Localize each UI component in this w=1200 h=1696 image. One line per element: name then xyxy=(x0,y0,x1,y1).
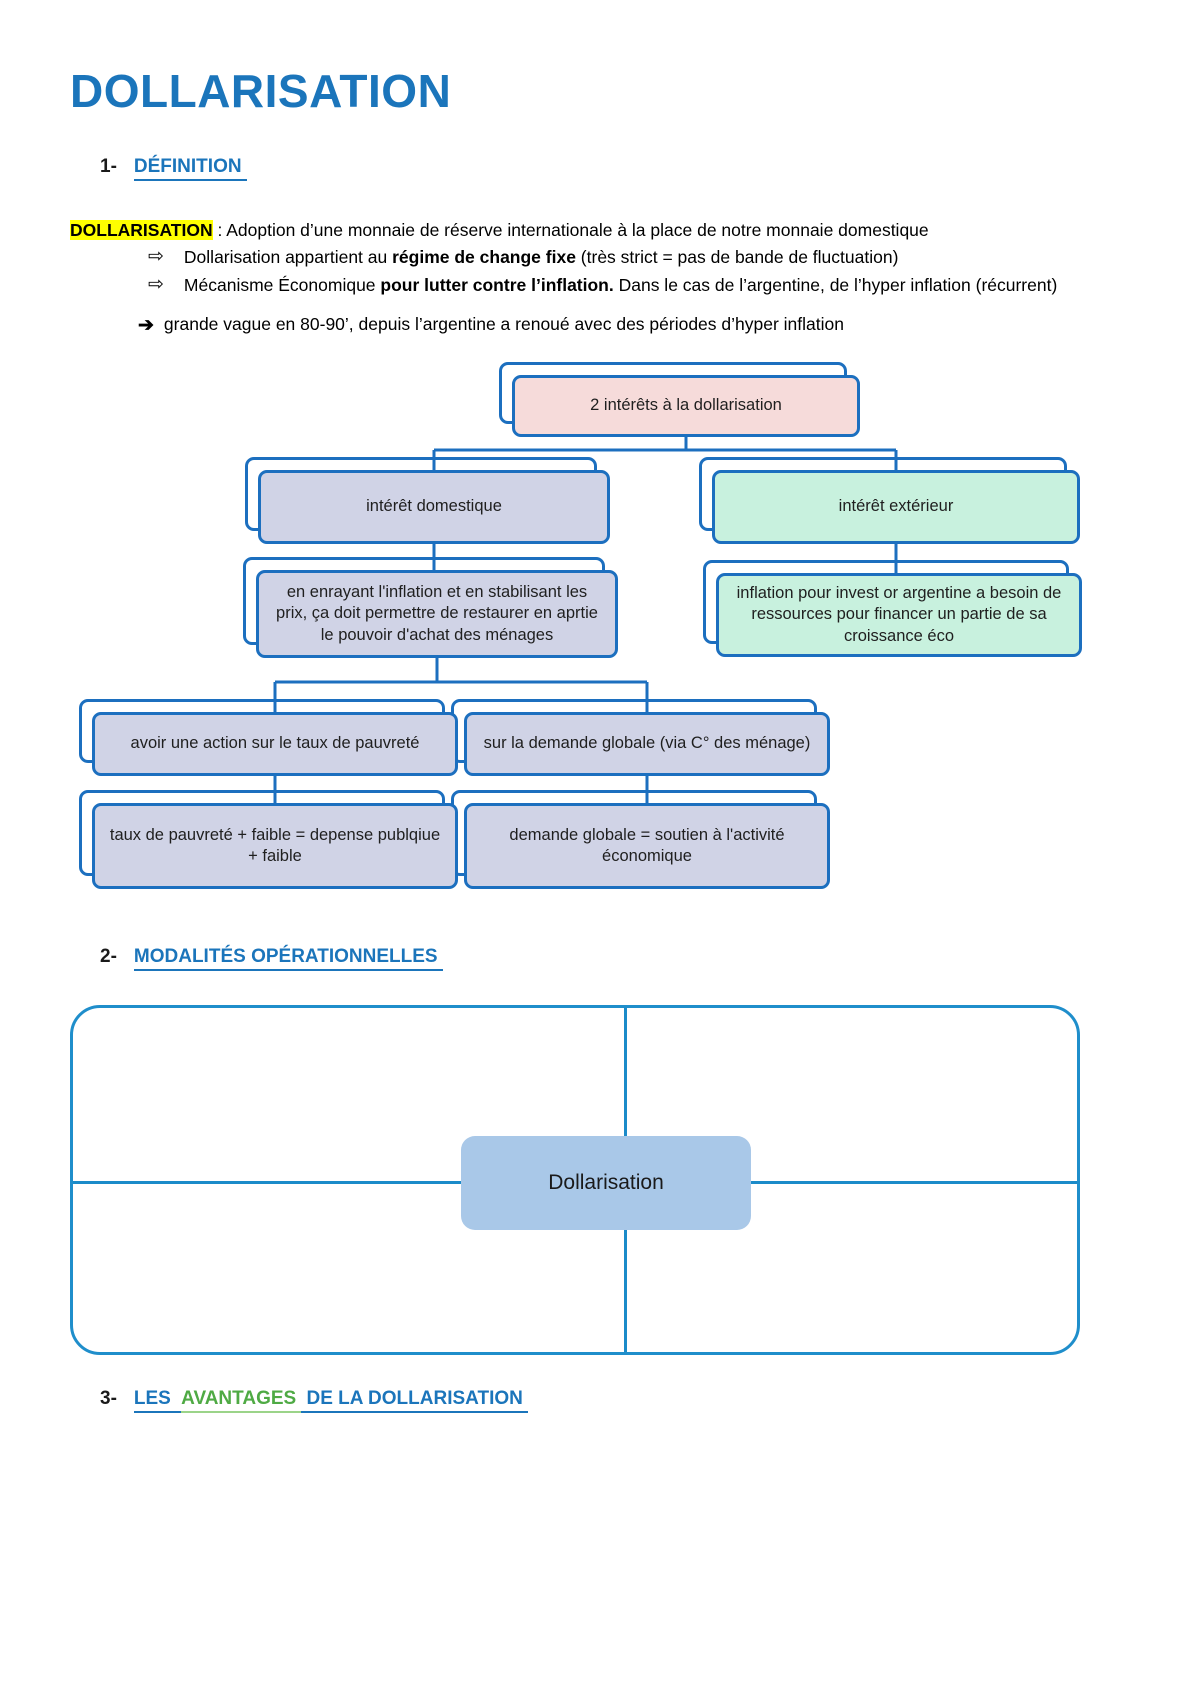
section-2-number: 2- xyxy=(100,946,117,967)
definition-separator: : xyxy=(212,219,227,240)
note-line: ➔ grande vague en 80-90’, depuis l’argen… xyxy=(138,314,844,337)
bullet-list: ⇨ Dollarisation appartient au régime de … xyxy=(148,243,1057,299)
bullet-text: Mécanisme Économique pour lutter contre … xyxy=(183,275,1058,295)
interests-flowchart: 2 intérêts à la dollarisation intérêt do… xyxy=(0,360,1200,905)
bullet-text: Dollarisation appartient au régime de ch… xyxy=(183,247,899,267)
flowchart-poverty-box: avoir une action sur le taux de pauvreté xyxy=(92,712,458,776)
section-1-heading: 1- DÉFINITION xyxy=(100,156,247,181)
flowchart-external-detail-box: inflation pour invest or argentine a bes… xyxy=(716,573,1082,657)
definition-text: Adoption d’une monnaie de réserve intern… xyxy=(226,219,929,240)
flowchart-root-box: 2 intérêts à la dollarisation xyxy=(512,375,860,437)
section-1-number: 1- xyxy=(100,156,117,177)
flowchart-demand-detail-box: demande globale = soutien à l'activité é… xyxy=(464,803,830,889)
flowchart-domestic-detail-box: en enrayant l'inflation et en stabilisan… xyxy=(256,570,618,658)
list-item: ⇨ Dollarisation appartient au régime de … xyxy=(148,243,1057,271)
flowchart-domestic-box: intérêt domestique xyxy=(258,470,610,544)
section-3-number: 3- xyxy=(100,1388,117,1409)
definition-term: DOLLARISATION xyxy=(70,219,213,240)
definition-paragraph: DOLLARISATION : Adoption d’une monnaie d… xyxy=(70,217,929,243)
section-2-heading: 2- MODALITÉS OPÉRATIONNELLES xyxy=(100,946,443,971)
page-title: DOLLARISATION xyxy=(70,65,452,117)
note-text: grande vague en 80-90’, depuis l’argenti… xyxy=(163,314,844,334)
section-3-title: LES AVANTAGES DE LA DOLLARISATION xyxy=(133,1388,528,1413)
section-3-heading: 3- LES AVANTAGES DE LA DOLLARISATION xyxy=(100,1388,528,1413)
arrow-icon: ➔ xyxy=(138,315,154,336)
list-item: ⇨ Mécanisme Économique pour lutter contr… xyxy=(148,271,1057,299)
flowchart-demand-box: sur la demande globale (via C° des ménag… xyxy=(464,712,830,776)
modalities-quadrant-chart: Dollarisation xyxy=(70,1005,1080,1355)
quadrant-center-box: Dollarisation xyxy=(461,1136,751,1230)
flowchart-poverty-detail-box: taux de pauvreté + faible = depense publ… xyxy=(92,803,458,889)
flowchart-connectors xyxy=(273,437,898,803)
section-2-title: MODALITÉS OPÉRATIONNELLES xyxy=(133,946,443,971)
section-1-title: DÉFINITION xyxy=(133,156,247,181)
flowchart-external-box: intérêt extérieur xyxy=(712,470,1080,544)
arrow-right-icon: ⇨ xyxy=(148,246,164,267)
arrow-right-icon: ⇨ xyxy=(148,274,164,295)
